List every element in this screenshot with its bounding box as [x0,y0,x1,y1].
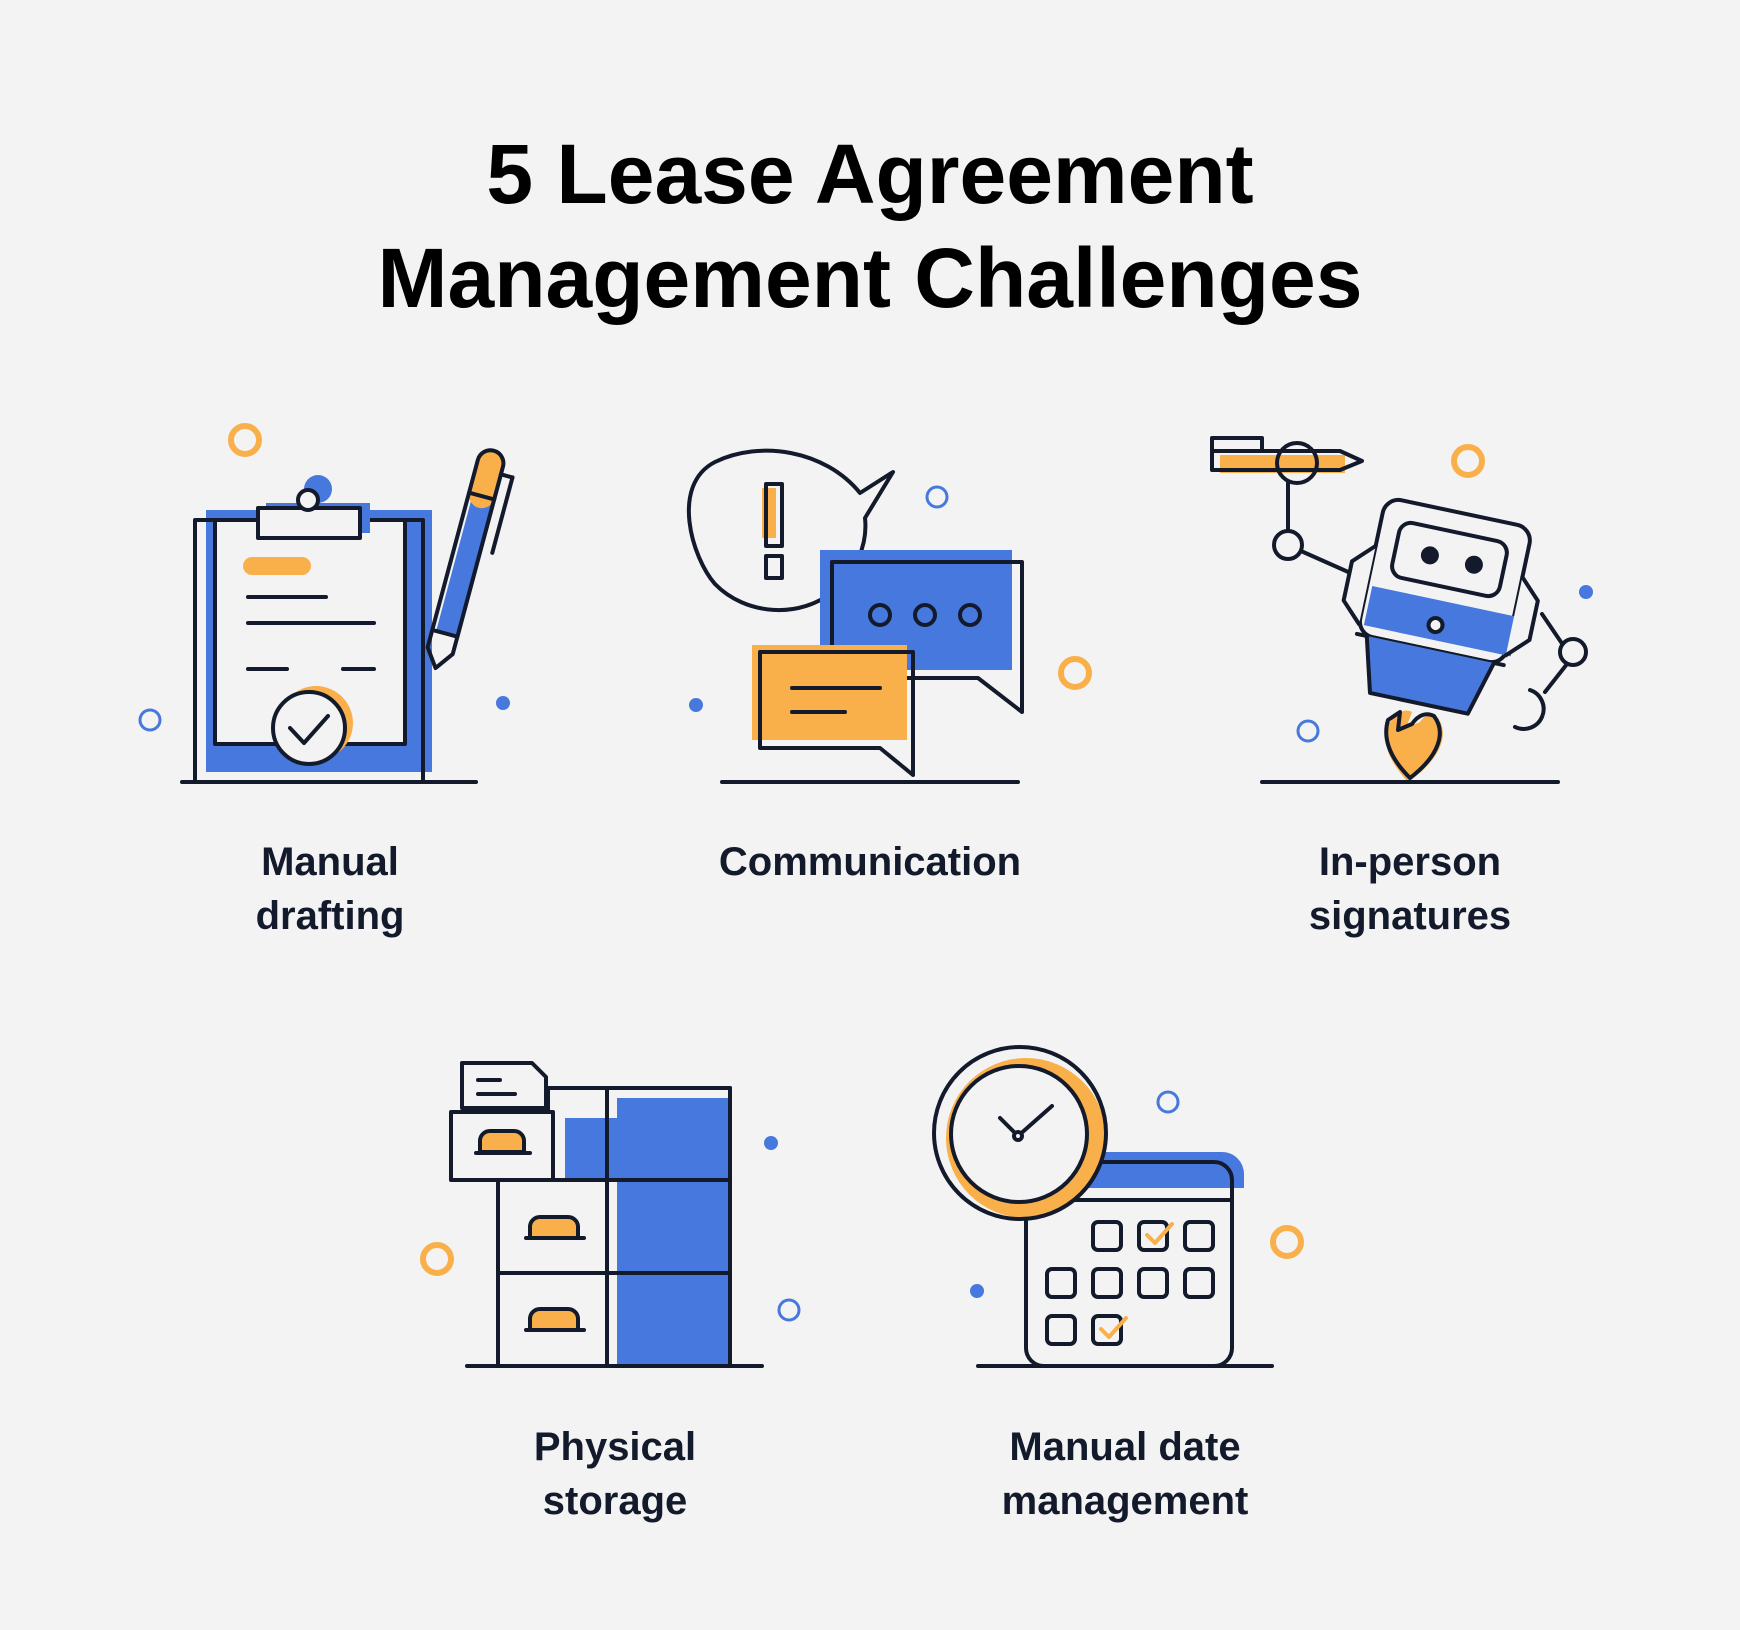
filing-cabinet-icon [420,1061,801,1368]
item-label-in-person-signatures: In-person signatures [1308,840,1512,938]
item-label-manual-date-management: Manual date management [1001,1425,1249,1523]
item-label-communication: Communication [718,840,1022,884]
clipboard-pen-icon [138,423,515,784]
item-label-manual-drafting: Manual drafting [255,840,405,938]
title-line-2: Management Challenges [377,231,1363,325]
page-title: 5 Lease Agreement Management Challenges [0,122,1740,330]
title-line-1: 5 Lease Agreement [486,127,1254,221]
item-label-physical-storage: Physical storage [533,1425,697,1523]
clock-calendar-icon [932,1045,1304,1368]
chat-bubbles-icon [687,448,1092,784]
signing-robot-icon [1210,436,1593,784]
